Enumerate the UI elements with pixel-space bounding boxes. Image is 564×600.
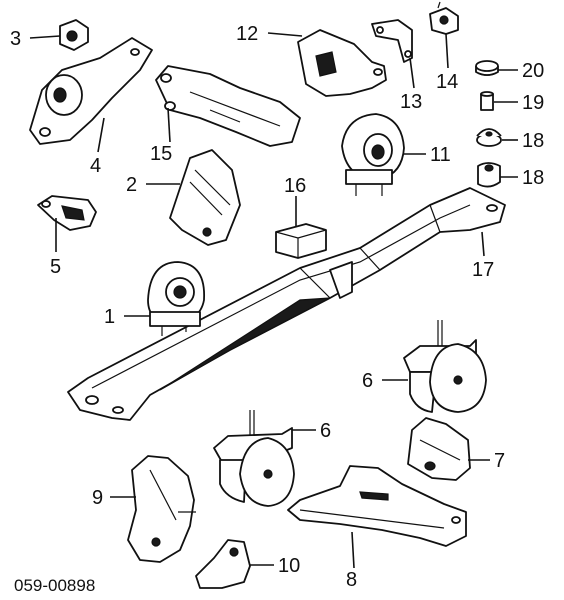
callout-6-lower: 6 [320, 420, 331, 442]
leader-lines [29, 32, 518, 569]
callout-20: 20 [522, 60, 544, 82]
crossmember-part-8 [287, 465, 467, 547]
bushing-part-18b [477, 162, 501, 188]
washer-part-20 [475, 60, 499, 76]
spacer-part-19 [480, 91, 494, 111]
bracket-part-5 [37, 195, 97, 231]
callout-16: 16 [284, 175, 306, 197]
bushing-part-3 [59, 19, 89, 51]
callout-10: 10 [278, 555, 300, 577]
transmission-mount-part-6-upper [403, 320, 487, 413]
callout-18-upper: 18 [522, 130, 544, 152]
callout-17: 17 [472, 259, 494, 281]
bracket-part-10 [195, 539, 251, 589]
callout-15: 15 [150, 143, 172, 165]
callout-14: 14 [436, 71, 458, 93]
callout-13: 13 [400, 91, 422, 113]
transmission-mount-part-6-lower [213, 410, 295, 507]
callout-2: 2 [126, 174, 137, 196]
mount-part-11 [341, 113, 405, 196]
callout-4: 4 [90, 155, 101, 177]
callout-labels: 3 4 5 2 1 15 12 13 14 11 16 17 20 19 18 … [10, 23, 544, 591]
block-part-16 [275, 223, 327, 259]
callout-9: 9 [92, 487, 103, 509]
callout-12: 12 [236, 23, 258, 45]
callout-5: 5 [50, 256, 61, 278]
bracket-part-7 [407, 417, 471, 481]
crossmember-part-17 [67, 187, 506, 421]
callout-6-upper: 6 [362, 370, 373, 392]
callout-18-lower: 18 [522, 167, 544, 189]
diagram-code: 059-00898 [14, 576, 95, 595]
mount-bracket-part-4 [29, 37, 153, 145]
callout-8: 8 [346, 569, 357, 591]
bracket-part-15 [155, 65, 301, 147]
bushing-part-18a [476, 128, 502, 147]
callout-19: 19 [522, 92, 544, 114]
bracket-part-13 [371, 19, 413, 63]
callout-3: 3 [10, 28, 21, 50]
insulator-part-14 [429, 1, 459, 35]
bracket-part-9 [127, 455, 196, 563]
callout-1: 1 [104, 306, 115, 328]
callout-11: 11 [430, 144, 451, 166]
bracket-part-2 [169, 149, 241, 246]
mount-part-1 [147, 261, 205, 336]
bracket-part-12 [297, 29, 387, 97]
callout-7: 7 [494, 450, 505, 472]
